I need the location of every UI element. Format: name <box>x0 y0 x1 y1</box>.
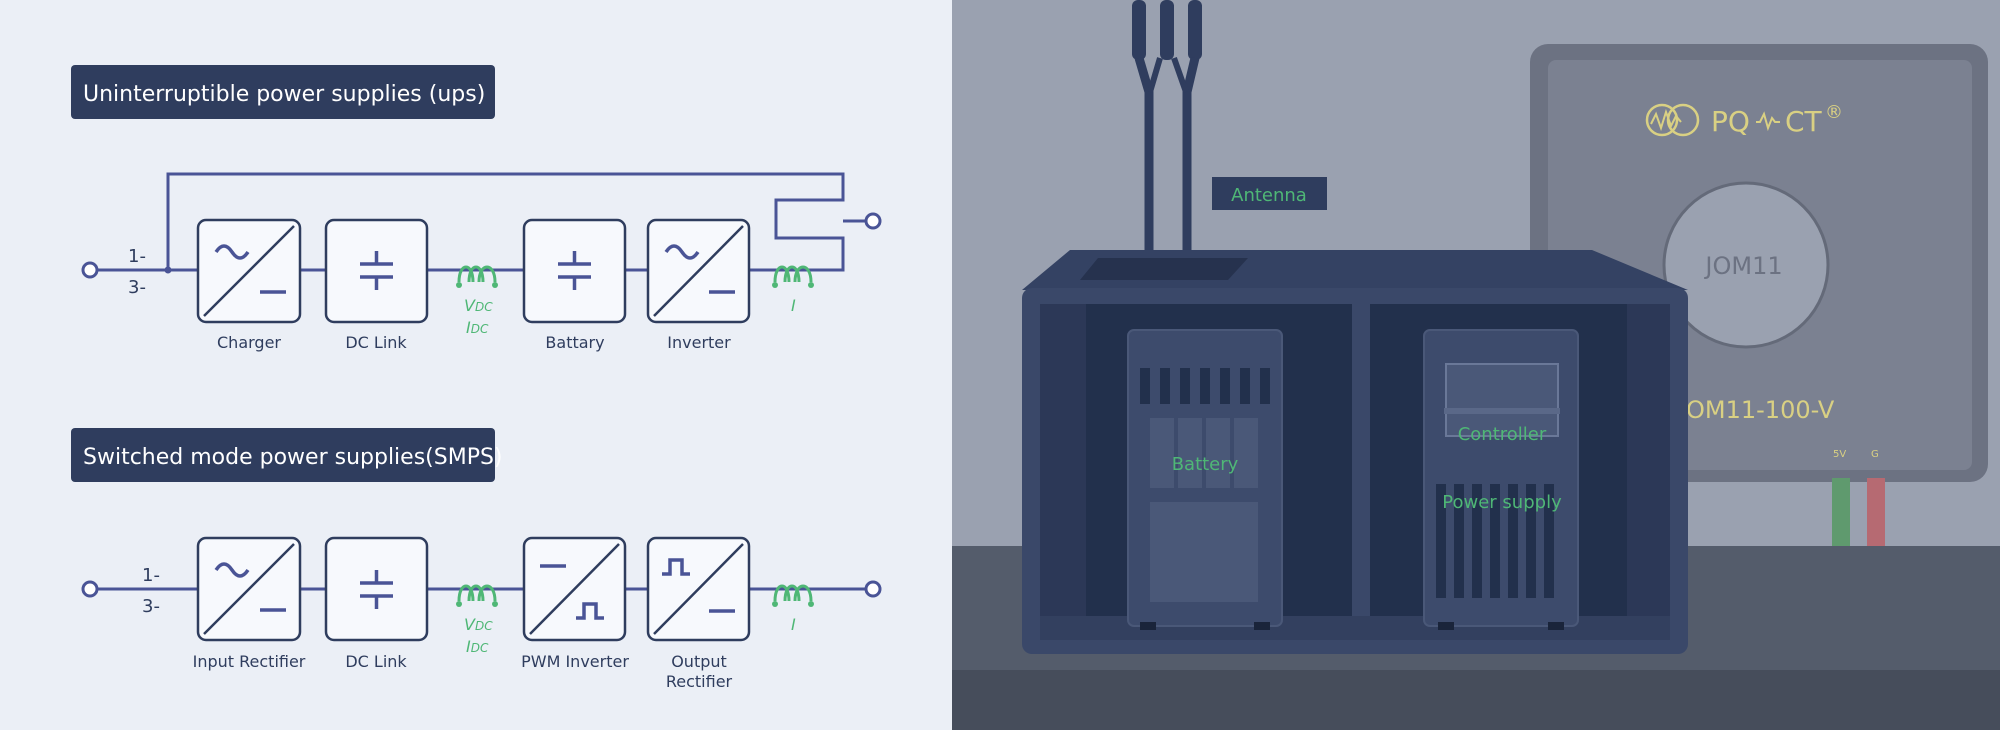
ups-sensor1-voltage: VDC <box>464 296 493 315</box>
power-supply-label: Power supply <box>1442 492 1562 513</box>
smps-block-label-dclink: DC Link <box>345 652 407 671</box>
battery-unit: Battery <box>1127 329 1283 630</box>
wire-5v <box>1832 478 1850 546</box>
smps-title-badge: Switched mode power supplies(SMPS) <box>71 428 503 482</box>
brand-registered-mark: ® <box>1825 102 1843 123</box>
controller-label: Controller <box>1458 424 1547 445</box>
smps-sensor1-current: IDC <box>466 637 489 656</box>
ups-output-terminal <box>864 212 882 230</box>
ups-phase-top: 1- <box>128 246 146 267</box>
ups-sensor2-current: I <box>791 296 796 315</box>
sensor-part-label: OM11-100-V <box>1686 396 1835 424</box>
pin-label-g: G <box>1871 449 1879 460</box>
enclosure <box>1022 250 1688 654</box>
antenna-label-badge: Antenna <box>1212 177 1327 210</box>
ups-title: Uninterruptible power supplies (ups) <box>83 82 485 107</box>
brand-logo: PQ CT ® <box>1645 102 1843 138</box>
wire-g <box>1867 478 1885 546</box>
device-illustration: PQ CT ® JOM11 OM11-100-V 5V G <box>952 0 2000 730</box>
diagram-panel: Uninterruptible power supplies (ups) 1- … <box>0 0 952 730</box>
smps-sensor1-voltage: VDC <box>464 615 493 634</box>
smps-dclink-block <box>324 536 429 642</box>
antenna-label: Antenna <box>1231 185 1307 206</box>
ac-wave-icon <box>214 562 250 578</box>
ups-phase-bottom: 3- <box>128 277 146 298</box>
controller-unit: Controller Power supply <box>1423 329 1579 630</box>
sensor-model-label: JOM11 <box>1703 252 1782 280</box>
ups-bypass-junction <box>164 266 172 274</box>
ups-block-label-charger: Charger <box>217 333 281 352</box>
sensor-window <box>1662 181 1830 349</box>
ups-input-terminal <box>81 261 99 279</box>
smps-input-terminal <box>81 580 99 598</box>
brand-wave-icon <box>1756 111 1780 132</box>
ups-sensor1-current: IDC <box>466 318 489 337</box>
capacitor-icon <box>360 251 393 290</box>
pulse-wave-icon <box>662 558 690 576</box>
antenna-cables <box>1132 0 1202 280</box>
capacitor-icon <box>360 570 393 609</box>
smps-diagram: Switched mode power supplies(SMPS) 1- 3-… <box>71 428 882 691</box>
smps-block-label-output-rectifier-line2: Rectifier <box>666 672 733 691</box>
smps-output-rectifier-block <box>646 536 751 642</box>
ac-wave-icon <box>214 244 250 260</box>
smps-block-label-output-rectifier: Output <box>671 652 727 671</box>
smps-sensor2-current: I <box>791 615 796 634</box>
smps-block-label-pwm-inverter: PWM Inverter <box>521 652 629 671</box>
table-front <box>952 670 2000 730</box>
smps-output-terminal <box>864 580 882 598</box>
brand-ct: CT <box>1785 105 1823 138</box>
ups-battery-block <box>522 218 627 324</box>
brand-pq: PQ <box>1711 105 1750 138</box>
battery-label: Battery <box>1172 454 1239 475</box>
smps-phase-bottom: 3- <box>142 596 160 617</box>
ups-block-label-inverter: Inverter <box>667 333 731 352</box>
ups-block-label-dclink: DC Link <box>345 333 407 352</box>
smps-title: Switched mode power supplies(SMPS) <box>83 445 503 470</box>
ac-wave-icon <box>664 244 700 260</box>
ups-block-label-battery: Battary <box>545 333 604 352</box>
ups-dclink-block <box>324 218 429 324</box>
smps-phase-top: 1- <box>142 565 160 586</box>
pulse-wave-icon <box>576 602 604 620</box>
ups-diagram: Uninterruptible power supplies (ups) 1- … <box>71 65 882 352</box>
smps-input-rectifier-block <box>196 536 302 642</box>
smps-block-label-input-rectifier: Input Rectifier <box>193 652 306 671</box>
ups-charger-block <box>196 218 302 324</box>
ups-inverter-block <box>646 218 751 324</box>
pin-label-5v: 5V <box>1833 449 1846 460</box>
capacitor-icon <box>558 251 591 290</box>
ups-title-badge: Uninterruptible power supplies (ups) <box>71 65 495 119</box>
smps-pwm-inverter-block <box>522 536 627 642</box>
